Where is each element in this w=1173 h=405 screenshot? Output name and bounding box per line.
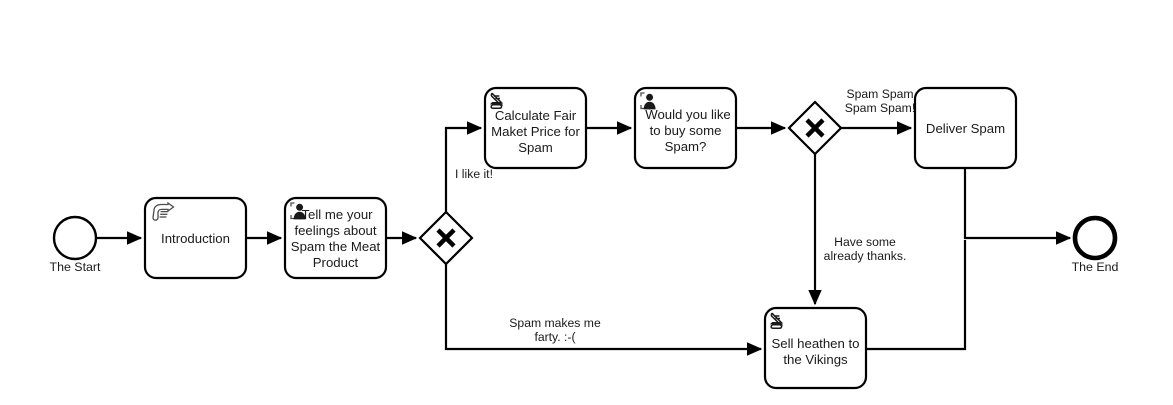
manual-task-hand-icon (152, 201, 175, 221)
flow-label-spam-spam-line-2: Spam Spam! (845, 101, 915, 115)
flow-sell-heathen-to-end[interactable] (866, 240, 967, 351)
flow-label-have-some-already-line-2: already thanks. (824, 249, 907, 263)
start-event-circle[interactable] (52, 215, 98, 261)
task-calculate-price-box[interactable] (483, 86, 588, 170)
task-would-you-buy-line-2: to buy some (650, 123, 722, 138)
flow-label-spam-spam: Spam Spam Spam Spam! (845, 87, 915, 115)
user-task-person-icon (290, 202, 306, 220)
task-sell-heathen-box[interactable] (763, 306, 868, 390)
flow-deliver-spam-to-end[interactable] (963, 168, 1072, 245)
start-event-label: The Start (50, 260, 102, 274)
flow-label-spam-makes-me-farty-line-2: farty. :-( (534, 330, 575, 344)
end-event[interactable]: The End (1072, 215, 1119, 274)
flow-label-have-some-already-line-1: Have some (834, 235, 896, 249)
task-introduction[interactable]: Introduction (143, 196, 248, 280)
flow-label-spam-makes-me-farty: Spam makes me farty. :-( (509, 316, 601, 344)
gateway-exclusive-x-icon (805, 118, 825, 138)
task-sell-heathen-line-1: Sell heathen to (772, 336, 860, 351)
task-sell-heathen[interactable]: Sell heathen to the Vikings (763, 306, 868, 390)
flow-label-have-some-already: Have some already thanks. (824, 235, 907, 263)
task-introduction-label: Introduction (161, 231, 230, 246)
task-tell-feelings-box[interactable] (283, 196, 388, 280)
flow-gateway-to-calculate-price[interactable] (444, 121, 483, 212)
gateway-feelings[interactable] (418, 210, 474, 266)
task-calculate-price-line-1: Calculate Fair (495, 108, 577, 123)
task-would-you-buy-box[interactable] (633, 86, 738, 170)
task-sell-heathen-line-2: the Vikings (783, 352, 848, 367)
script-task-scroll-icon (489, 92, 504, 109)
task-deliver-spam[interactable]: Deliver Spam (913, 86, 1018, 170)
flow-label-spam-spam-line-1: Spam Spam (846, 87, 913, 101)
task-calculate-price-line-2: Maket Price for (491, 124, 580, 139)
task-tell-feelings[interactable]: Tell me your feelings about Spam the Mea… (283, 196, 388, 280)
flow-label-i-like-it-text: I like it! (455, 167, 493, 181)
user-task-person-icon (640, 92, 656, 110)
script-task-scroll-icon (769, 312, 784, 329)
end-event-circle[interactable] (1072, 215, 1118, 261)
task-tell-feelings-line-1: Tell me your (301, 207, 373, 222)
flow-label-spam-makes-me-farty-line-1: Spam makes me (509, 316, 601, 330)
task-deliver-spam-label: Deliver Spam (926, 121, 1005, 136)
task-introduction-box[interactable] (143, 196, 248, 280)
flow-gateway-to-sell-heathen[interactable] (444, 264, 763, 356)
gateway-exclusive-x-icon (436, 228, 456, 248)
end-event-label: The End (1072, 260, 1119, 274)
start-event[interactable]: The Start (50, 215, 102, 274)
task-would-you-buy-line-1: Would you like (645, 107, 731, 122)
flow-label-i-like-it: I like it! (455, 167, 493, 181)
task-would-you-buy-line-3: Spam? (665, 139, 707, 154)
task-calculate-price-line-3: Spam (518, 140, 552, 155)
task-calculate-price[interactable]: Calculate Fair Maket Price for Spam (483, 86, 588, 170)
task-tell-feelings-line-3: Spam the Meat (291, 239, 381, 254)
gateway-buy-decision[interactable] (787, 100, 843, 156)
task-tell-feelings-line-2: feelings about (294, 223, 376, 238)
task-deliver-spam-box[interactable] (913, 86, 1018, 170)
task-tell-feelings-line-4: Product (313, 255, 359, 270)
task-would-you-buy[interactable]: Would you like to buy some Spam? (633, 86, 738, 170)
